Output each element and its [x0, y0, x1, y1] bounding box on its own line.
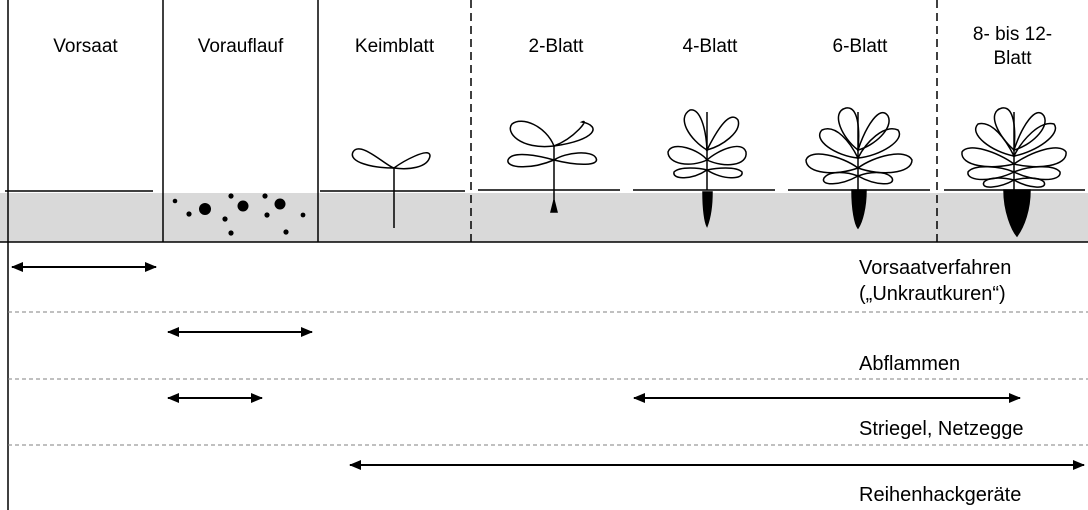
stage-label-vorauflauf: Vorauflauf: [197, 36, 284, 57]
method-arrows: [11, 262, 1085, 470]
stage-label-vorsaat: Vorsaat: [53, 36, 118, 57]
method-label-striegel-netzegge: Striegel, Netzegge: [859, 418, 1024, 440]
stage-label-8-bis-12-blatt-line1: 8- bis 12-: [972, 24, 1053, 45]
stage-label-8-bis-12-blatt-line2: Blatt: [993, 48, 1032, 69]
soil-band: [0, 193, 1088, 242]
six-leaf-plant-icon: [805, 107, 913, 230]
two-leaf-plant-icon: [507, 120, 598, 213]
method-label-reihenhackgeraete: Reihenhackgeräte: [859, 484, 1022, 506]
stage-label-8-bis-12-blatt: 8- bis 12- Blatt: [937, 23, 1088, 71]
method-label-vorsaatverfahren: Vorsaatverfahren („Unkrautkuren“): [859, 255, 1011, 307]
method-label-vorsaatverfahren-line1: Vorsaatverfahren: [859, 257, 1012, 279]
ground-surface: [5, 189, 1085, 192]
method-label-vorsaatverfahren-line2: („Unkrautkuren“): [859, 283, 1006, 305]
method-separators: [8, 311, 1088, 446]
stage-label-4-blatt: 4-Blatt: [682, 36, 738, 57]
stage-label-6-blatt: 6-Blatt: [832, 36, 888, 57]
stage-dividers-dashed: [470, 0, 938, 242]
stage-label-2-blatt: 2-Blatt: [528, 36, 584, 57]
stage-label-keimblatt: Keimblatt: [354, 36, 435, 57]
seeds-icon: [172, 193, 306, 236]
cotyledon-seedling-icon: [351, 148, 431, 228]
method-label-abflammen: Abflammen: [859, 353, 961, 375]
four-leaf-plant-icon: [667, 109, 747, 228]
eight-to-twelve-leaf-plant-icon: [961, 107, 1067, 238]
